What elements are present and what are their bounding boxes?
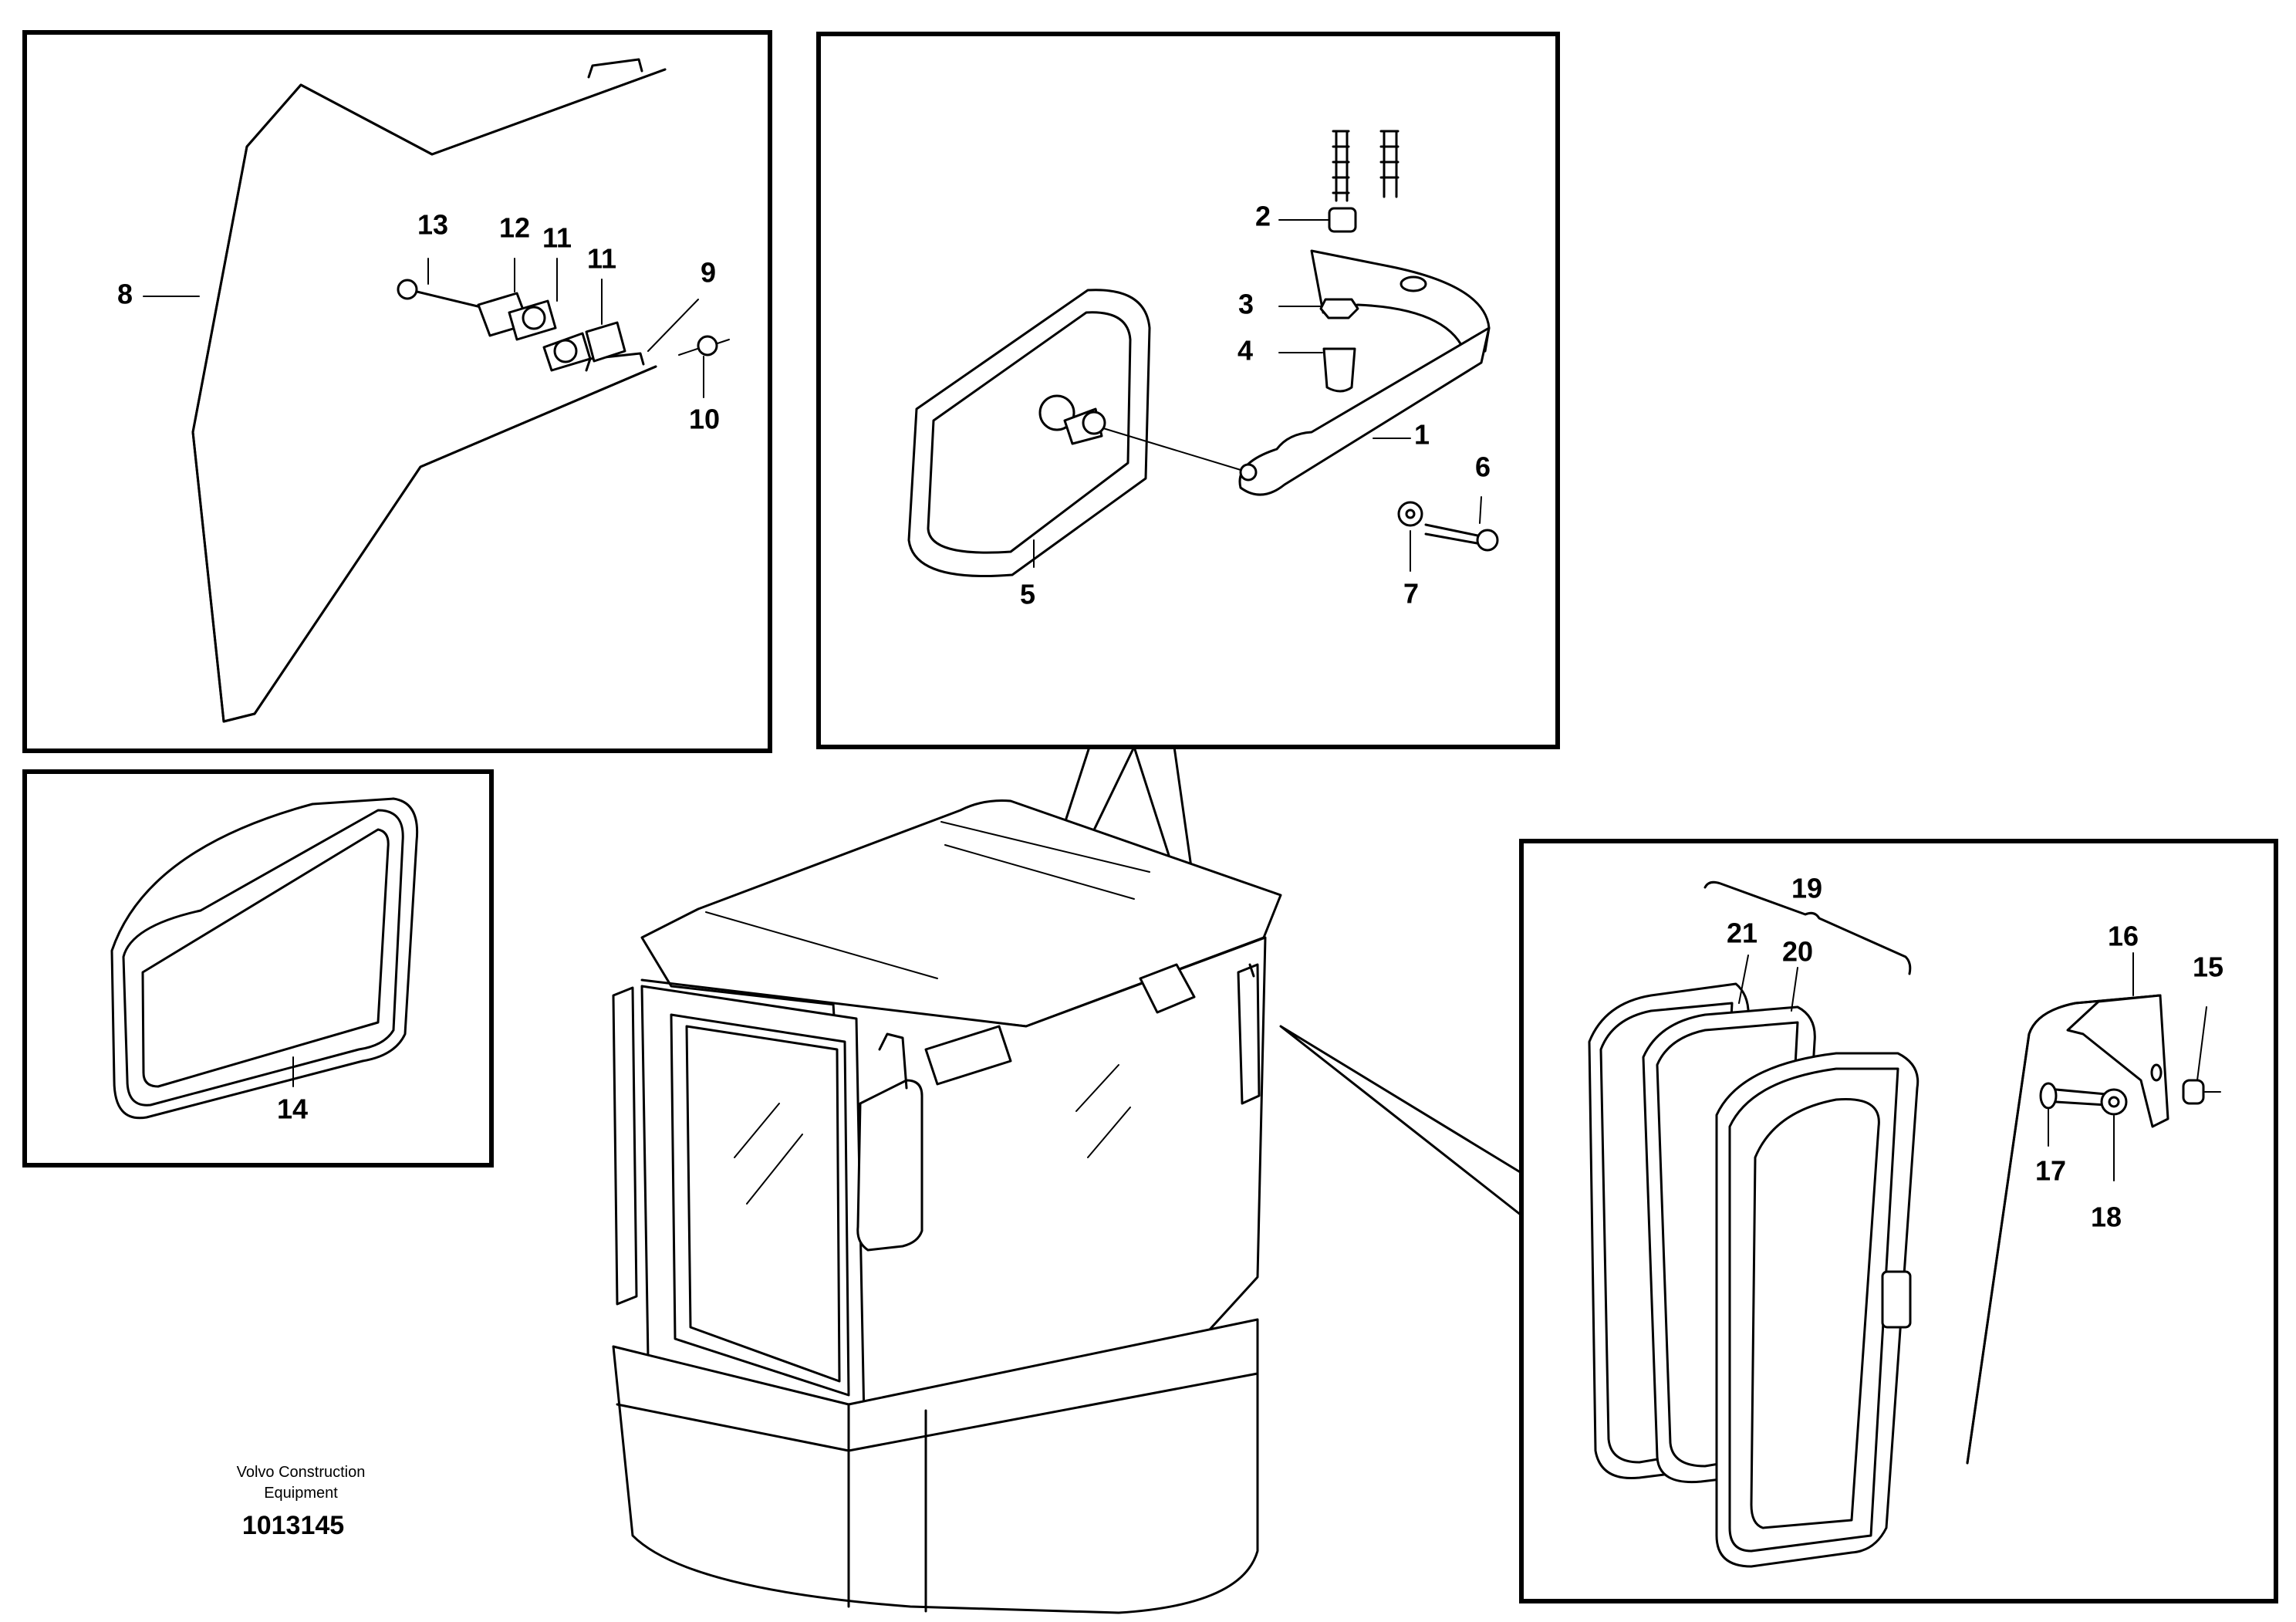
cab-mirror-top-left	[924, 1025, 1012, 1086]
washer-bolt-6-7	[1397, 496, 1499, 572]
label-11-b: 11	[587, 243, 616, 275]
panel-handrail-frame	[22, 30, 772, 753]
label-14: 14	[277, 1093, 308, 1125]
cab-door	[640, 985, 866, 1421]
label-15: 15	[2193, 951, 2223, 983]
label-2: 2	[1255, 201, 1271, 232]
panel-mirror-bracket-frame	[816, 32, 1560, 749]
mirror-14	[110, 797, 419, 1120]
cab-mirror-left	[856, 1079, 923, 1252]
label-7: 7	[1403, 578, 1419, 610]
label-18: 18	[2091, 1201, 2122, 1233]
label-6: 6	[1475, 451, 1491, 483]
label-19: 19	[1791, 873, 1822, 904]
bolts-2-3-4	[1278, 130, 1400, 393]
label-5: 5	[1020, 579, 1035, 610]
label-16: 16	[2108, 921, 2139, 952]
clamp-assembly	[397, 279, 730, 372]
mirror-large	[1715, 1052, 1920, 1568]
credit-line-2: Equipment	[264, 1485, 338, 1502]
handrail-bar	[191, 58, 667, 723]
fasteners-15-17-18	[1738, 952, 2221, 1181]
cab-mirror-top-right	[1139, 963, 1196, 1014]
label-1: 1	[1414, 419, 1430, 451]
credit-line-1: Volvo Construction	[237, 1464, 366, 1481]
label-3: 3	[1238, 289, 1254, 320]
panel-handrail: 8 13 12 11 11 9 10	[22, 30, 772, 753]
label-20: 20	[1782, 936, 1813, 968]
brace-19	[1703, 880, 1912, 975]
label-4: 4	[1237, 335, 1253, 367]
bracket-1	[1238, 249, 1491, 496]
label-12: 12	[499, 212, 530, 244]
label-11-a: 11	[542, 222, 572, 254]
document-number: 1013145	[242, 1511, 344, 1540]
label-8: 8	[117, 279, 133, 310]
label-13: 13	[417, 209, 448, 241]
label-21: 21	[1727, 917, 1757, 949]
credit-block: Volvo Construction Equipment 1013145	[237, 1464, 366, 1540]
mirror-5	[907, 289, 1249, 578]
panel-mirror-14: 14	[22, 769, 494, 1168]
label-10: 10	[689, 404, 720, 435]
panel-mirror-bracket: 1 2 3 4 5 6 7	[816, 32, 1560, 749]
mirror-arm-16	[1966, 994, 2169, 1465]
label-17: 17	[2035, 1155, 2066, 1187]
panel-mirror-assembly: 19 21 20 16 15 17 18	[1519, 839, 2278, 1603]
cab-illustration	[612, 799, 1282, 1614]
cab-base	[612, 1318, 1259, 1614]
label-9: 9	[701, 257, 716, 289]
handrail-leader-lines	[143, 258, 704, 398]
